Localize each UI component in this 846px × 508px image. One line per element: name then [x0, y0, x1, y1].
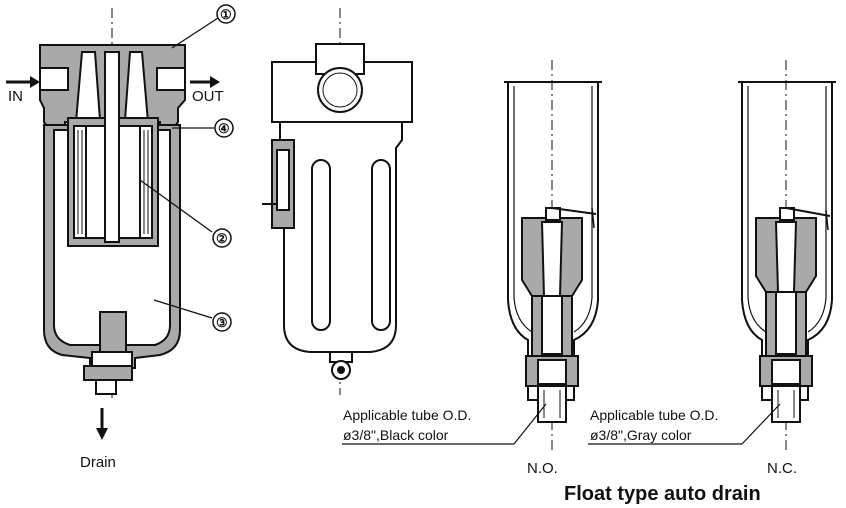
- nc-tube-note-line1: Applicable tube O.D.: [590, 407, 718, 423]
- sight-window-left: [311, 159, 331, 331]
- drain-arrow: [96, 408, 108, 440]
- filter-exterior-view: [262, 8, 413, 395]
- callout-2: ②: [216, 231, 228, 246]
- inlet-port: [39, 67, 69, 91]
- auto-drain-no: [504, 60, 602, 450]
- callout-1: ①: [220, 7, 232, 22]
- nc-fitting: [771, 385, 801, 423]
- out-label: OUT: [192, 88, 224, 105]
- no-fitting: [537, 385, 567, 423]
- drain-label: Drain: [80, 454, 116, 471]
- sight-window-right: [371, 159, 391, 331]
- filter-element-right: [139, 125, 153, 239]
- nc-label: N.C.: [767, 460, 797, 477]
- manual-drain: [99, 311, 127, 355]
- flow-arrows: [6, 76, 220, 88]
- filter-cross-section: [39, 8, 186, 400]
- auto-drain-nc: [738, 60, 836, 450]
- filter-element-left: [73, 125, 87, 239]
- callout-4: ④: [218, 121, 230, 136]
- no-tube-note-line1: Applicable tube O.D.: [343, 407, 471, 423]
- in-label: IN: [8, 88, 23, 105]
- nc-tube-note-line2: ø3/8",Gray color: [590, 427, 692, 443]
- auto-drain-title: Float type auto drain: [564, 483, 761, 505]
- callout-3: ③: [216, 315, 228, 330]
- callout-leaders: [139, 17, 219, 319]
- no-label: N.O.: [527, 460, 558, 477]
- tube-note-leaders: [342, 403, 781, 445]
- no-tube-note-line2: ø3/8",Black color: [343, 427, 449, 443]
- outlet-port: [156, 67, 186, 91]
- center-stud: [104, 51, 120, 243]
- callout-badges: ① ② ③ ④: [212, 4, 236, 332]
